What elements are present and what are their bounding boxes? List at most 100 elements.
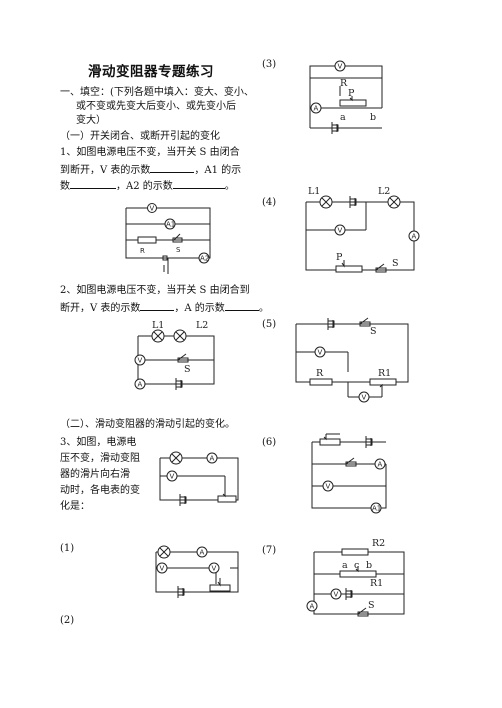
- svg-text:P: P: [348, 88, 355, 99]
- sub4-circuit-diagram: L1 L2 V A P S: [305, 186, 420, 273]
- q3-circuit-diagram: A V: [159, 451, 239, 506]
- rheostat-icon: [319, 438, 341, 446]
- svg-text:P: P: [336, 252, 343, 263]
- svg-text:V: V: [362, 394, 367, 402]
- q1-line-2: 到断开，V 表的示数 ，A1 的示: [60, 162, 241, 177]
- svg-text:L1: L1: [152, 320, 164, 331]
- svg-text:V: V: [212, 565, 217, 573]
- svg-text:b: b: [366, 560, 372, 571]
- svg-text:V: V: [138, 357, 143, 365]
- resistor-icon: [137, 236, 157, 244]
- voltmeter-icon: [322, 480, 334, 492]
- svg-text:V: V: [170, 473, 175, 481]
- switch-icon: [173, 233, 181, 241]
- svg-text:A1: A1: [166, 221, 175, 229]
- q2-blank-a[interactable]: [224, 300, 259, 311]
- svg-text:a: a: [340, 112, 346, 123]
- sub-label-2: (2): [60, 615, 75, 626]
- q3-line-1: 3、如图，电源电: [60, 437, 137, 448]
- svg-text:a: a: [342, 560, 348, 571]
- ammeter-a2-icon: [198, 252, 210, 264]
- voltmeter-icon: [314, 346, 326, 358]
- switch-icon: [177, 353, 187, 361]
- switch-icon: [345, 457, 355, 465]
- q1-circuit-diagram: V A1 R S A2: [125, 203, 211, 274]
- svg-text:S: S: [370, 326, 377, 337]
- svg-text:V: V: [338, 227, 343, 235]
- svg-text:A: A: [412, 233, 417, 241]
- sub-label-4: (4): [262, 197, 277, 208]
- q2-circuit-diagram: L1 L2 V S A: [134, 320, 215, 390]
- instruction-line-2: 或不变或先变大后变小、或先变小后: [76, 101, 236, 112]
- q3-line-3: 器的滑片向右滑: [60, 469, 130, 480]
- q1-blank-v[interactable]: [150, 162, 195, 173]
- voltmeter-icon: [166, 470, 178, 482]
- ammeter-icon: [196, 546, 208, 558]
- svg-text:V: V: [338, 63, 343, 71]
- svg-text:R2: R2: [372, 538, 385, 549]
- svg-text:A1: A1: [372, 505, 381, 513]
- svg-text:V: V: [318, 349, 323, 357]
- sub7-circuit-diagram: R2 a c b R1 V A S: [306, 538, 405, 617]
- resistor-icon: [309, 378, 333, 386]
- q1-line-1: 1、如图电源电压不变，当开关 S 由闭合: [60, 147, 240, 158]
- svg-text:V: V: [150, 205, 155, 213]
- svg-text:L2: L2: [378, 186, 390, 197]
- q1-line-3: 数，A2 的示数。: [60, 178, 235, 193]
- svg-text:A: A: [200, 549, 205, 557]
- svg-text:V: V: [160, 565, 165, 573]
- ammeter-a1-icon: [164, 218, 176, 230]
- svg-text:V: V: [334, 591, 339, 599]
- voltmeter-icon: [208, 562, 220, 574]
- svg-text:b: b: [370, 112, 376, 123]
- svg-text:R: R: [316, 368, 324, 379]
- q1-blank-a2[interactable]: [172, 178, 225, 189]
- section-2-heading: （二）、滑动变阻器的滑动引起的变化。: [60, 419, 235, 430]
- svg-text:S: S: [184, 364, 191, 375]
- q3-line-5: 化是：: [60, 501, 90, 512]
- instruction-line-1: 一、填空：(下列各题中填入：变大、变小、: [60, 87, 254, 98]
- voltmeter-icon: [334, 60, 346, 72]
- sub6-circuit-diagram: A V A1: [311, 433, 387, 514]
- svg-text:A: A: [138, 381, 143, 389]
- rheostat-icon: [335, 265, 363, 273]
- voltmeter-icon: [147, 203, 157, 213]
- ammeter-icon: [306, 600, 318, 612]
- svg-text:S: S: [368, 600, 375, 611]
- sub-label-6: (6): [262, 437, 277, 448]
- svg-text:A: A: [310, 603, 315, 611]
- sub-label-5: (5): [262, 319, 277, 330]
- ammeter-icon: [206, 452, 218, 464]
- svg-text:R: R: [140, 247, 145, 255]
- svg-text:A: A: [210, 455, 215, 463]
- instruction-line-3: 变大）: [76, 115, 106, 126]
- ammeter-icon: [310, 102, 322, 114]
- q2-text-c: 。: [258, 303, 269, 314]
- q1-text-a: 到断开，V 表的示数: [60, 165, 151, 176]
- q2-text-b: ，A 的示数: [174, 303, 225, 314]
- q2-text-a: 断开，V 表的示数: [60, 303, 141, 314]
- sub-label-3: (3): [262, 59, 277, 70]
- svg-text:R1: R1: [370, 578, 383, 589]
- q3-line-2: 压不变，滑动变阻: [60, 453, 140, 464]
- svg-text:A: A: [378, 461, 383, 469]
- svg-text:R: R: [340, 78, 348, 89]
- q1-text-b: ，A1 的示: [194, 165, 242, 176]
- svg-text:A: A: [314, 105, 319, 113]
- svg-text:S: S: [176, 246, 181, 254]
- switch-icon: [375, 263, 385, 271]
- ammeter-icon: [408, 230, 420, 242]
- q3-line-4: 动时，各电表的变: [60, 485, 140, 496]
- ammeter-a1-icon: [370, 502, 382, 514]
- svg-text:R1: R1: [378, 368, 391, 379]
- svg-text:A2: A2: [200, 255, 209, 263]
- q2-line-2: 断开，V 表的示数 ，A 的示数 。: [60, 300, 269, 315]
- svg-text:L1: L1: [308, 186, 320, 197]
- rheostat-icon: [339, 99, 367, 107]
- q2-blank-v[interactable]: [140, 300, 175, 311]
- ammeter-icon: [374, 458, 386, 470]
- sub-label-7: (7): [262, 545, 277, 556]
- switch-icon: [359, 317, 369, 325]
- section-1-heading: （一）开关闭合、或断开引起的变化: [60, 131, 220, 142]
- q1-blank-a1[interactable]: [70, 178, 116, 189]
